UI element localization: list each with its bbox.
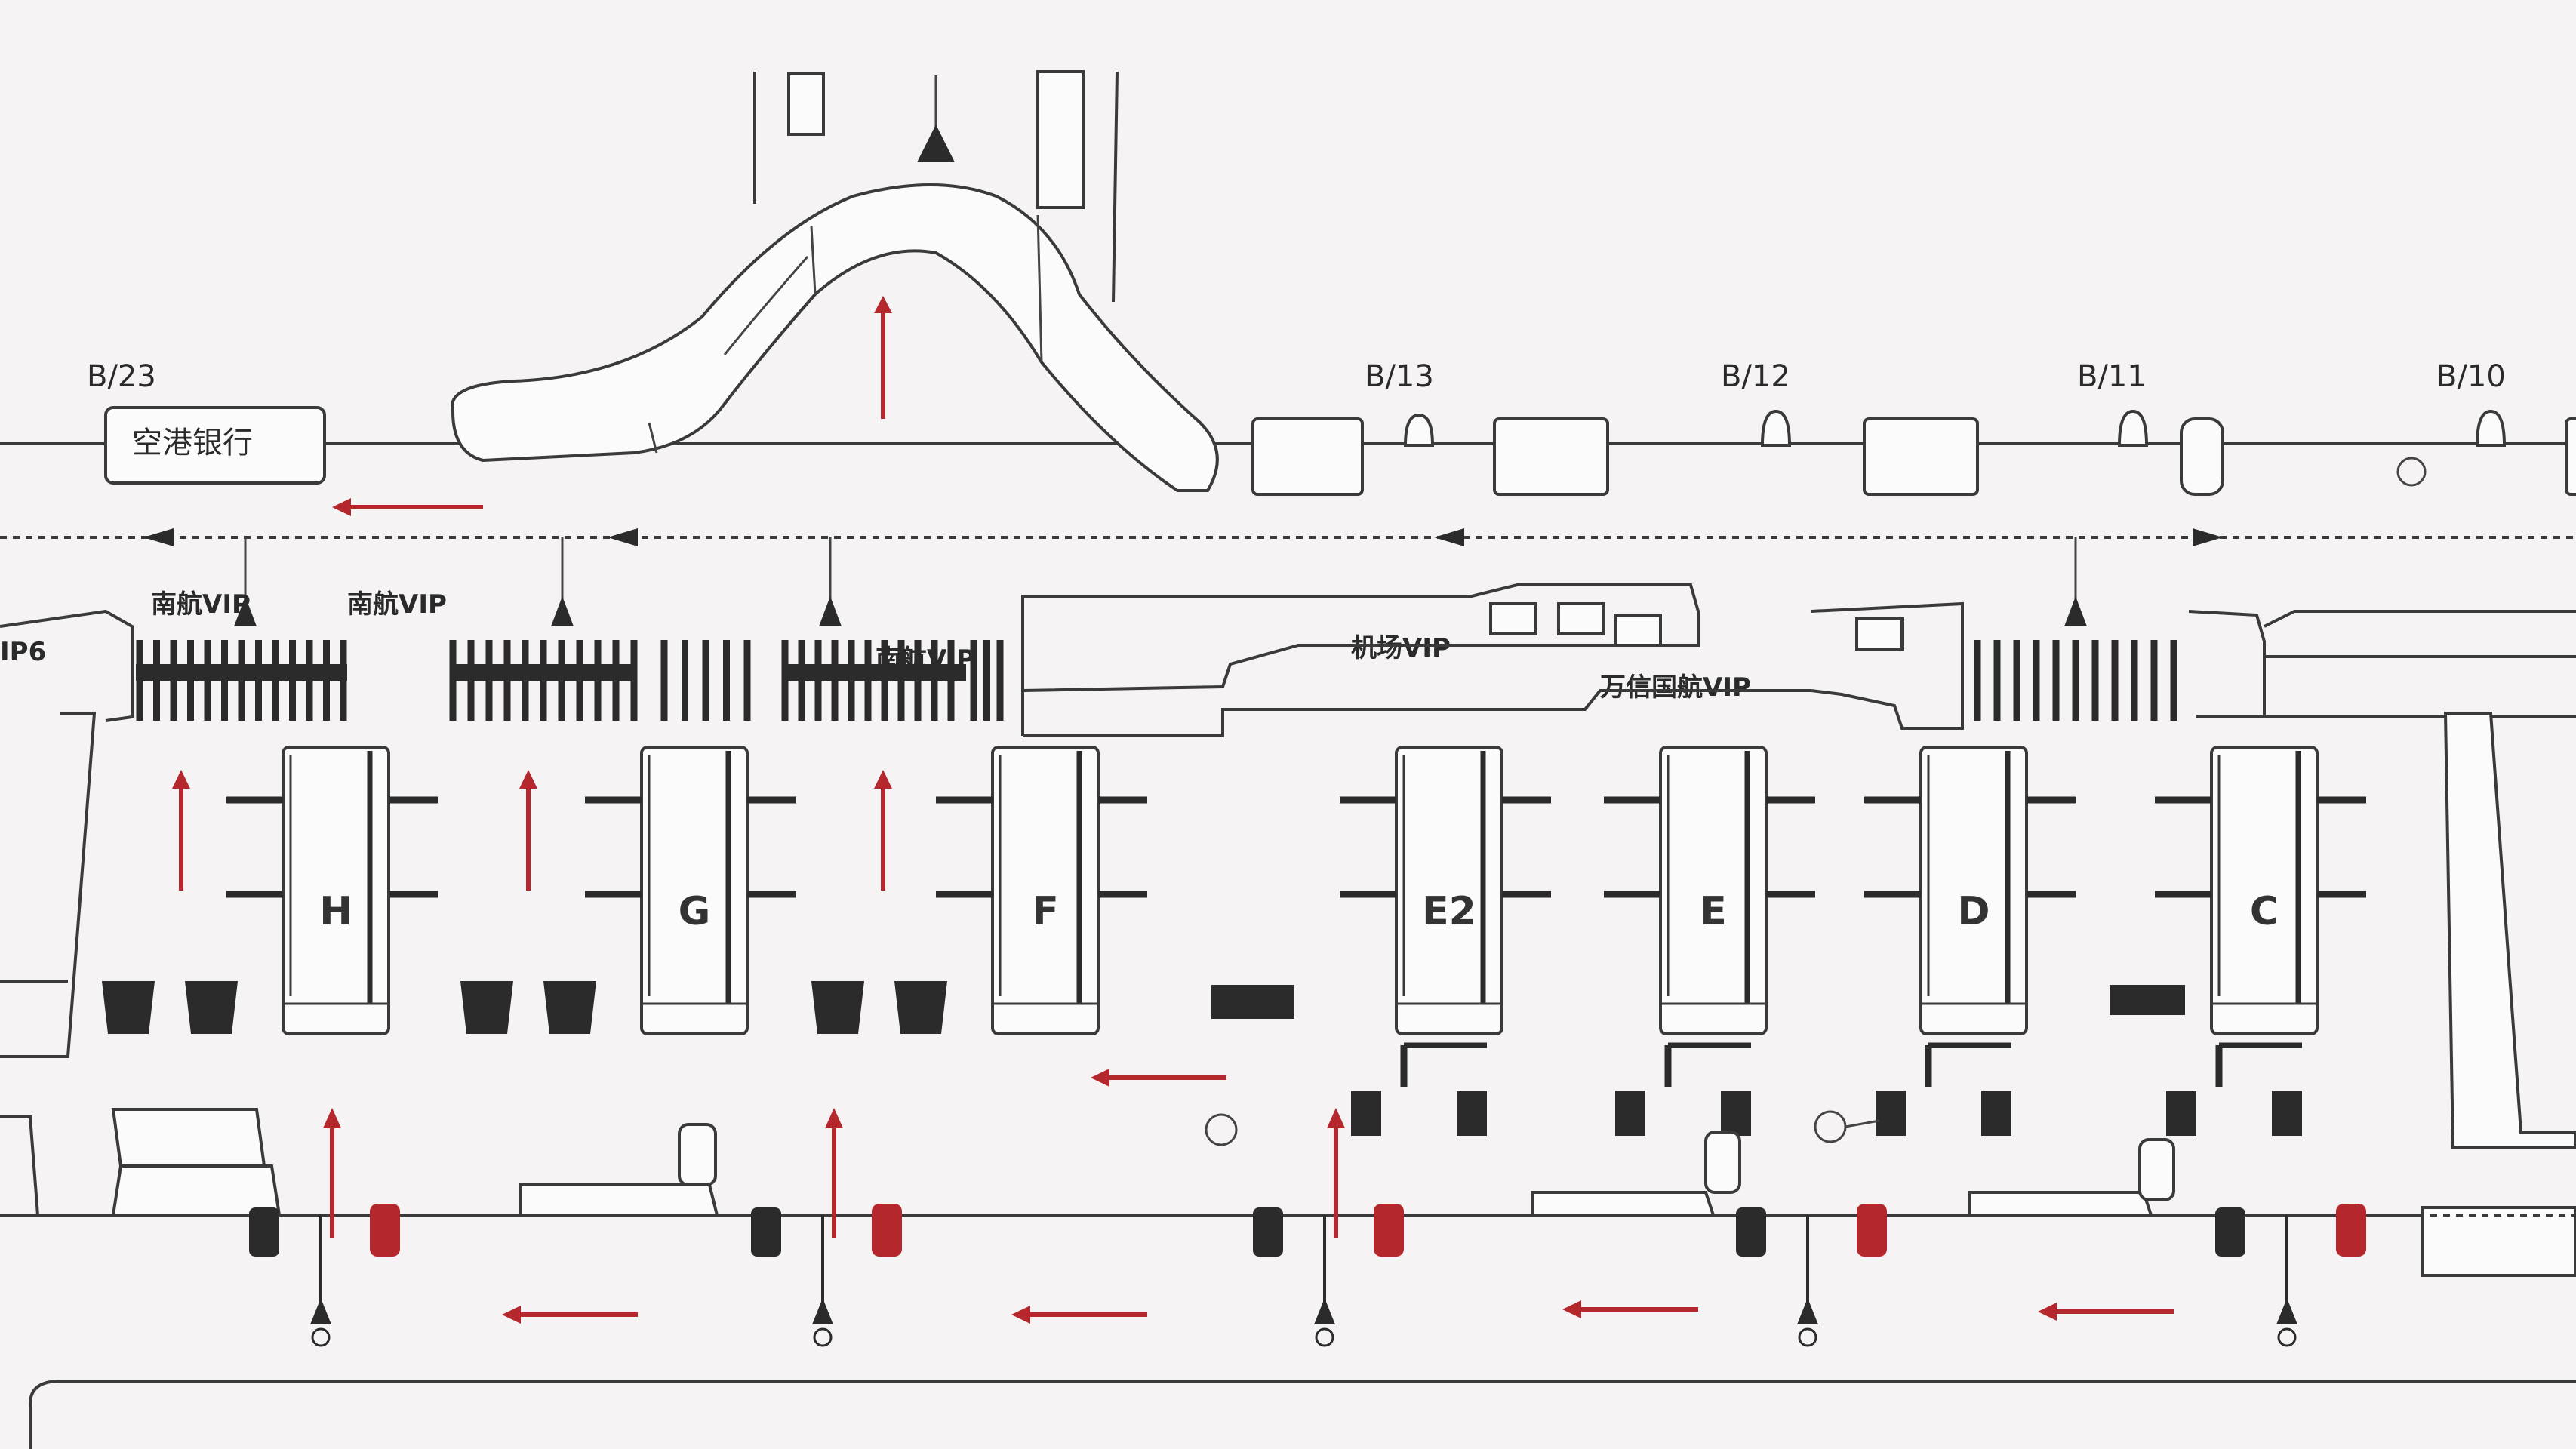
info-point-icon-2: [1814, 1110, 1847, 1143]
checkin-island-e2: [1340, 746, 1551, 1136]
top-booth: [787, 72, 825, 136]
airside-building: [1021, 583, 2576, 737]
gate-b23-label: B/23: [87, 359, 156, 394]
left-wall: [0, 712, 97, 1058]
vip-lounge-label-5: 万信国航VIP: [1600, 672, 1751, 703]
checkin-island-c: [2155, 746, 2366, 1136]
security-lanes: [0, 609, 2177, 722]
dashed-walkway: [0, 528, 2576, 626]
checkin-island-f: [811, 746, 1147, 1035]
service-desk-block: [1211, 985, 1294, 1019]
checkin-island-e: [1604, 746, 1815, 1136]
island-labels: H G F E2 E D C: [319, 889, 2279, 934]
counter-label: D: [1957, 889, 1990, 934]
counter-label: H: [319, 889, 352, 934]
vip-lounge-label-1: 南航VIP: [151, 589, 251, 620]
gate-b10-label: B/10: [2436, 359, 2506, 394]
right-wall: [2443, 712, 2576, 1149]
entrance-marker: [751, 1108, 902, 1347]
north-arrow-icon: [917, 125, 955, 162]
vip-lounge-label-2: 南航VIP: [347, 589, 447, 620]
gate-b11-label: B/11: [2077, 359, 2147, 394]
gate-b13-label: B/13: [1365, 359, 1434, 394]
service-desk-block-2: [2110, 985, 2185, 1015]
lower-flow-arrows: [502, 1300, 2174, 1324]
checkin-islands: [102, 746, 2366, 1136]
checkin-island-h: [102, 746, 438, 1035]
counter-label: F: [1032, 889, 1059, 934]
top-road: [0, 70, 2576, 445]
counter-label: G: [679, 889, 711, 934]
airport-bank-label: 空港银行: [132, 426, 253, 460]
checkin-island-g: [460, 746, 796, 1035]
misc-icons: [1205, 985, 2185, 1146]
entrance-marker: [1253, 1108, 1404, 1347]
red-flow-arrows: [172, 770, 1226, 1087]
top-lane-box: [1036, 70, 1085, 209]
entrance-marker: [2215, 1204, 2366, 1347]
vip-lounge-label-3: 南航VIP: [876, 645, 975, 675]
vip-lounge-label-4: 机场VIP: [1351, 633, 1451, 663]
info-point-icon: [1205, 1113, 1238, 1146]
entrance-marker: [1736, 1204, 1887, 1347]
entrance-markers: [249, 1108, 2366, 1347]
counter-label: E2: [1422, 889, 1476, 934]
lower-concourse: [0, 1108, 2576, 1449]
counter-label: E: [1700, 889, 1727, 934]
airport-bank-box: [104, 406, 326, 485]
counter-label: C: [2250, 889, 2279, 934]
vip-lounge-label-edge: IP6: [0, 637, 46, 667]
checkin-island-d: [1864, 746, 2076, 1136]
top-road-booths: 空港银行: [104, 406, 2576, 496]
flyover-ramp: [451, 183, 1219, 492]
gate-b12-label: B/12: [1721, 359, 1790, 394]
entrance-marker: [249, 1108, 400, 1347]
